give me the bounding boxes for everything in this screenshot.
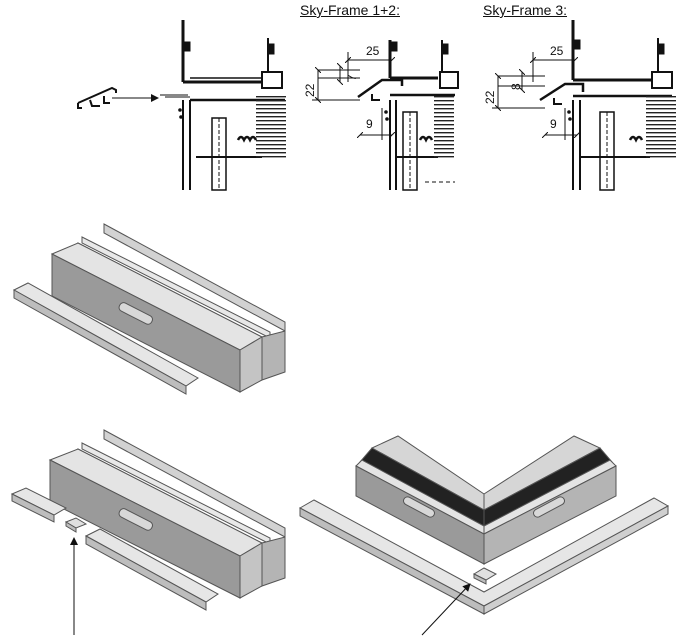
corner-connector-piece: [472, 567, 498, 585]
dim-sky-frame-1-2-bottom-width: 9: [366, 117, 373, 131]
dim-sky-frame-3-total-height: 22: [483, 90, 497, 104]
dim-sky-frame-1-2-total-height: 22: [303, 83, 317, 97]
masonry-hatch-3: [646, 94, 676, 158]
dim-sky-frame-1-2-top-width: 25: [366, 44, 380, 58]
connector-arrow-corner: [421, 583, 471, 636]
dim-sky-frame-3-lip-height: 8: [509, 83, 523, 90]
joint-connector-piece: [64, 517, 88, 533]
dimensions-sky-frame-1-2: [312, 52, 392, 140]
frame-section-base: [160, 20, 285, 191]
frame-profile-3d-top: [50, 223, 286, 393]
frame-profile-3d-bottom-left: [48, 429, 286, 599]
heading-sky-frame-1-2: Sky-Frame 1+2:: [300, 2, 400, 18]
corner-cover-strip-3d: [298, 497, 670, 615]
masonry-hatch-1: [256, 96, 286, 158]
dim-sky-frame-3-bottom-width: 9: [550, 117, 557, 131]
dim-sky-frame-3-top-width: 25: [550, 44, 564, 58]
cover-profile-loose: [77, 86, 117, 109]
corner-frame-3d: [355, 435, 617, 565]
dimensions-sky-frame-3: [492, 52, 577, 140]
dim-sky-frame-1-2-lip-height: 7: [345, 74, 359, 81]
heading-sky-frame-3: Sky-Frame 3:: [483, 2, 568, 18]
cover-strip-3d-long: [84, 528, 219, 611]
cover-strip-3d-short: [10, 487, 68, 523]
masonry-hatch-2: [434, 94, 454, 158]
cover-strip-3d-loose: [12, 282, 199, 395]
